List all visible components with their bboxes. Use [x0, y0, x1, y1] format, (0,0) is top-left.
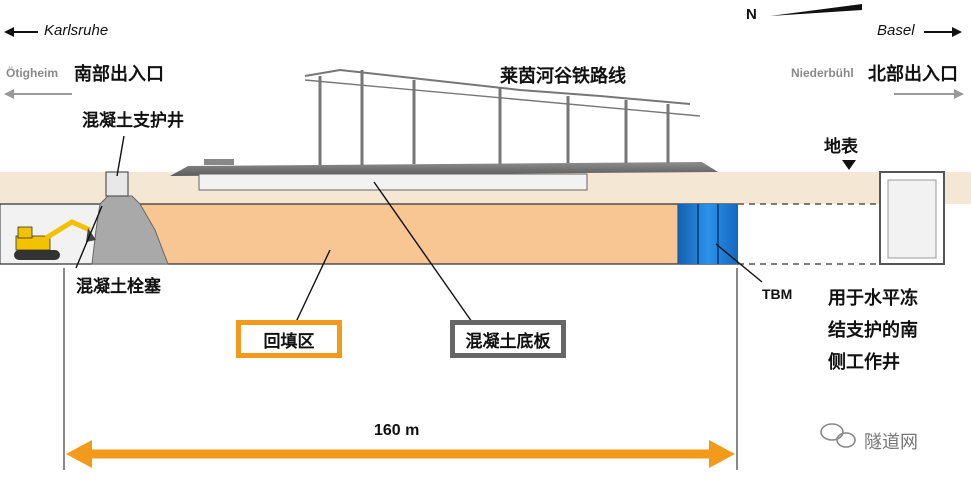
south-shaft-label-line3: 侧工作井 [828, 352, 900, 373]
concrete-slab [198, 173, 588, 191]
backfill-label-box: 回填区 [236, 320, 342, 358]
wechat-icon [820, 423, 856, 448]
catenary-masts [304, 68, 701, 165]
leader-lines [75, 135, 763, 323]
left-city-label: Karlsruhe [44, 22, 109, 39]
south-portal-town: Ötigheim [6, 66, 59, 80]
north-label: N [746, 6, 757, 23]
north-portal-arrow [894, 89, 964, 99]
backfill-label: 回填区 [263, 331, 315, 352]
direction-arrow-right [924, 27, 962, 37]
dimension-label: 160 m [374, 422, 420, 439]
north-portal-label: 北部出入口 [868, 64, 958, 85]
concrete-shaft-label: 混凝土支护井 [82, 111, 184, 131]
backfill-region [124, 203, 679, 265]
surface-marker-icon [842, 160, 856, 170]
right-city-label: Basel [877, 22, 915, 39]
excavator-icon [14, 219, 96, 260]
concrete-plug-label: 混凝土栓塞 [76, 277, 161, 297]
dimension-arrow-160m [66, 440, 735, 468]
south-shaft-label-line1: 用于水平冻 [828, 288, 918, 309]
south-shaft-label-line2: 结支护的南 [828, 320, 918, 341]
tbm-label: TBM [762, 286, 793, 302]
watermark-label: 隧道网 [864, 432, 918, 453]
surface-label: 地表 [824, 137, 858, 157]
north-portal-town: Niederbühl [791, 66, 854, 80]
direction-arrow-left [4, 27, 38, 37]
south-portal-label: 南部出入口 [74, 64, 164, 85]
north-arrow-icon [770, 4, 862, 16]
railway-label: 莱茵河谷铁路线 [500, 66, 626, 87]
slab-label: 混凝土底板 [465, 331, 551, 352]
south-portal-arrow [4, 89, 72, 99]
railway-embankment [170, 162, 718, 176]
slab-label-box: 混凝土底板 [450, 320, 566, 358]
